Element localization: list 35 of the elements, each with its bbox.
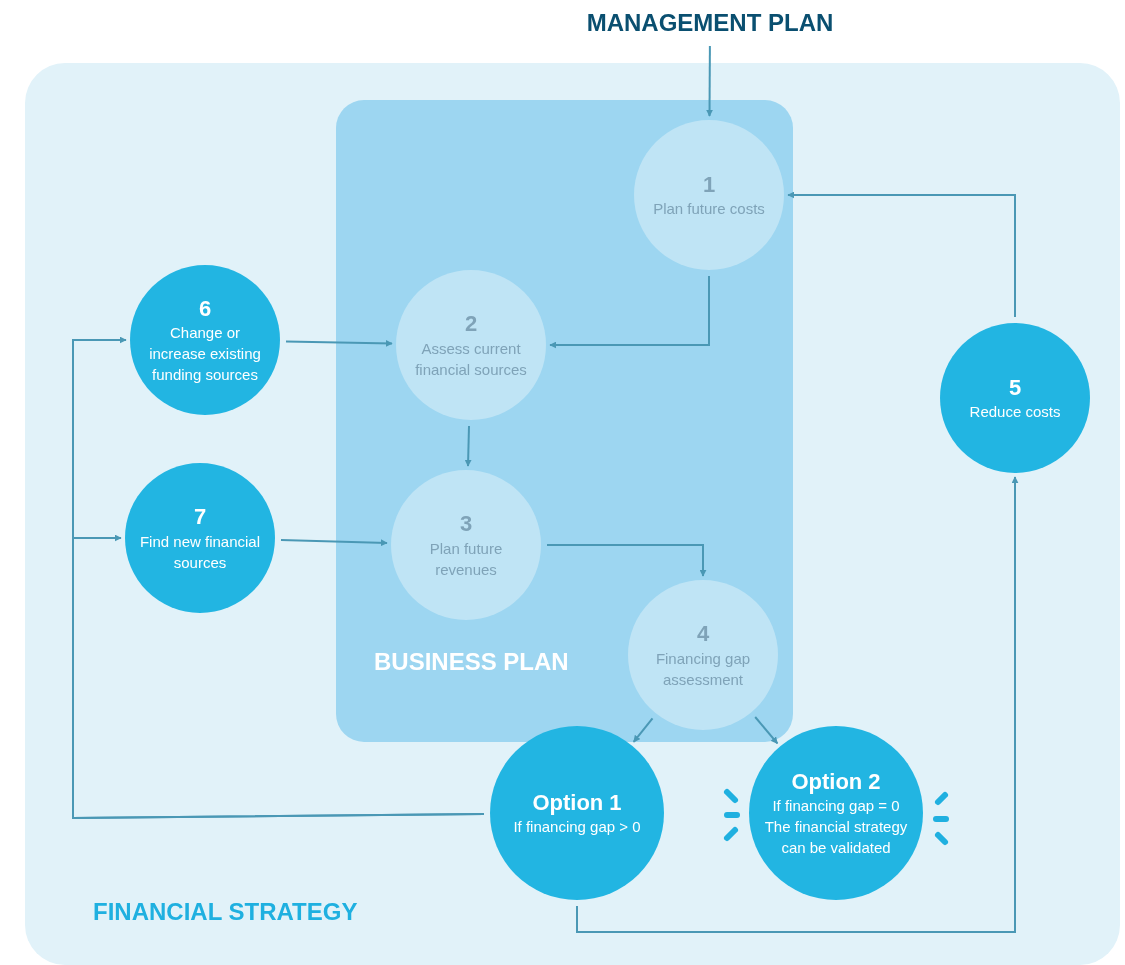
step-text: Plan future revenues	[428, 538, 504, 580]
arrow	[549, 275, 710, 349]
step-title: 6	[198, 294, 212, 323]
heading: MANAGEMENT PLAN	[540, 6, 880, 40]
outer-panel	[25, 63, 1120, 965]
step-title: 1	[702, 170, 716, 199]
arrow	[546, 544, 707, 577]
step-text: If financing gap > 0	[513, 817, 641, 838]
step-text: Reduce costs	[969, 402, 1061, 423]
arrow	[576, 476, 1019, 933]
step-text: If financing gap = 0	[772, 796, 900, 817]
arrow	[754, 716, 779, 745]
arrow	[72, 534, 485, 819]
arrow	[280, 539, 388, 547]
arrow	[787, 191, 1016, 318]
step-title: Option 1	[532, 788, 622, 817]
step-title: 4	[696, 620, 710, 648]
arrow	[464, 425, 472, 467]
step-text: Assess current financial sources	[414, 338, 528, 380]
step-text: Plan future costs	[653, 199, 765, 220]
inner-panel	[336, 100, 793, 742]
arrow	[706, 45, 714, 117]
step-text: The financial strategy can be validated	[763, 817, 909, 859]
panel-heading: BUSINESS PLAN	[374, 650, 569, 674]
step-title: 3	[459, 510, 473, 538]
step-text: Financing gap assessment	[654, 648, 752, 690]
step-text: Change or increase existing funding sources	[148, 323, 262, 386]
arrow	[285, 339, 393, 347]
step-title: 2	[464, 310, 478, 338]
panel-heading: FINANCIAL STRATEGY	[93, 900, 358, 924]
arrow	[632, 717, 654, 743]
step-title: Option 2	[791, 767, 881, 796]
step-text: Find new financial sources	[138, 531, 262, 573]
step-title: 7	[193, 503, 207, 531]
step-title: 5	[1008, 373, 1022, 402]
